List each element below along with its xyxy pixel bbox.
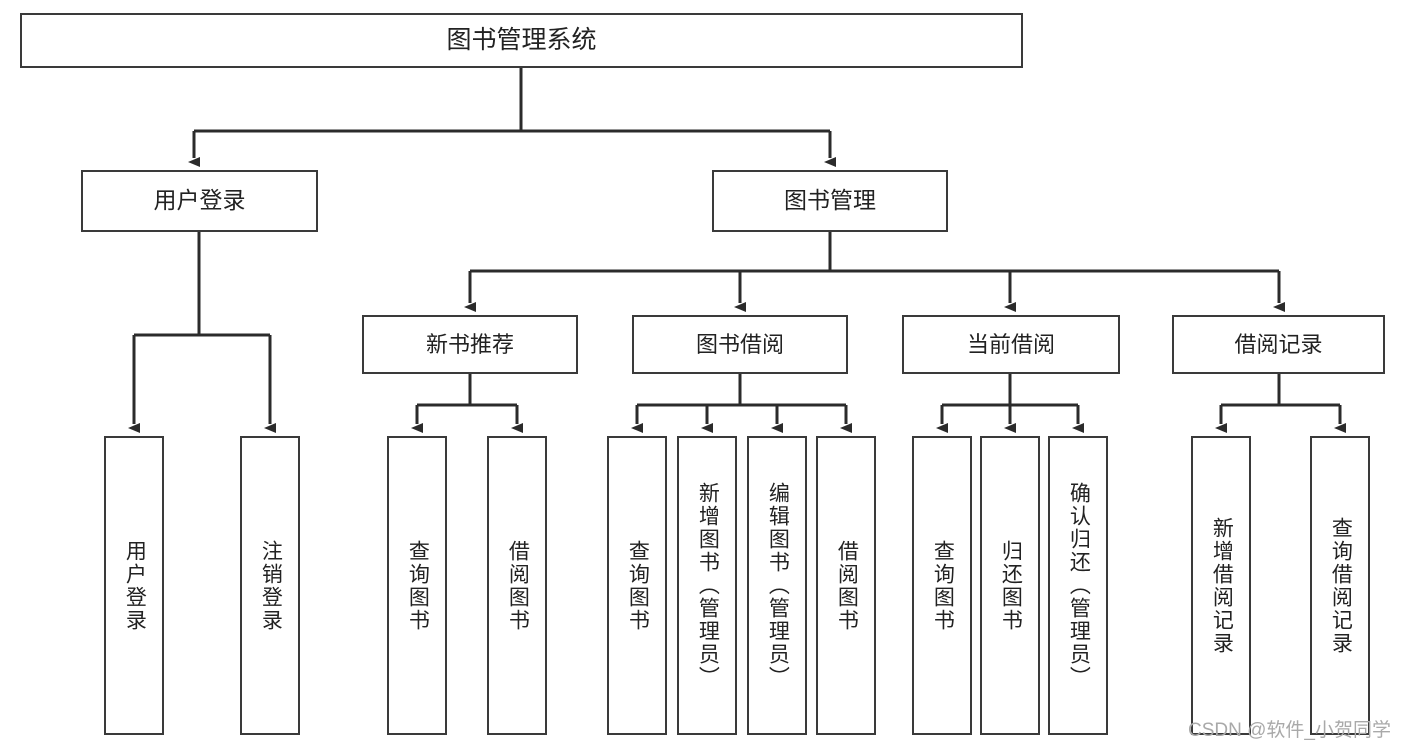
node-borrow-record-label: 借阅记录 [1234,331,1323,357]
node-leaf-return-book-label: 归还图书 [999,539,1023,632]
node-leaf-add-record-label: 新增借阅记录 [1210,516,1234,655]
node-leaf-query-book-2-label: 查询图书 [626,539,650,632]
node-leaf-edit-book-label: 编辑图书（管理员） [766,482,790,689]
node-root[interactable]: 图书管理系统 [20,13,1023,68]
node-leaf-borrow-book-1[interactable]: 借阅图书 [487,436,547,735]
node-leaf-borrow-book-1-label: 借阅图书 [506,539,530,632]
node-leaf-user-login[interactable]: 用户登录 [104,436,164,735]
node-current-borrow-label: 当前借阅 [966,331,1055,357]
node-new-book-rec-label: 新书推荐 [425,331,514,357]
node-leaf-query-record[interactable]: 查询借阅记录 [1310,436,1370,735]
node-user-login[interactable]: 用户登录 [81,170,318,232]
node-leaf-confirm-return-label: 确认归还（管理员） [1067,482,1091,689]
node-user-login-label: 用户登录 [153,187,246,214]
node-leaf-confirm-return[interactable]: 确认归还（管理员） [1048,436,1108,735]
node-root-label: 图书管理系统 [446,25,597,54]
node-leaf-user-login-label: 用户登录 [123,539,147,632]
node-leaf-query-book-1-label: 查询图书 [406,539,430,632]
node-leaf-edit-book[interactable]: 编辑图书（管理员） [747,436,807,735]
node-leaf-borrow-book-2-label: 借阅图书 [835,539,859,632]
node-leaf-query-book-3-label: 查询图书 [931,539,955,632]
node-leaf-query-book-2[interactable]: 查询图书 [607,436,667,735]
node-leaf-return-book[interactable]: 归还图书 [980,436,1040,735]
node-book-manage-label: 图书管理 [784,187,876,214]
node-book-borrow[interactable]: 图书借阅 [632,315,848,374]
node-leaf-add-record[interactable]: 新增借阅记录 [1191,436,1251,735]
node-leaf-query-record-label: 查询借阅记录 [1329,516,1353,655]
node-book-borrow-label: 图书借阅 [695,331,784,357]
node-book-manage[interactable]: 图书管理 [712,170,948,232]
node-leaf-query-book-3[interactable]: 查询图书 [912,436,972,735]
node-leaf-query-book-1[interactable]: 查询图书 [387,436,447,735]
node-leaf-borrow-book-2[interactable]: 借阅图书 [816,436,876,735]
node-leaf-add-book-label: 新增图书（管理员） [696,482,720,689]
node-leaf-logout-label: 注销登录 [259,539,283,632]
node-leaf-logout[interactable]: 注销登录 [240,436,300,735]
node-leaf-add-book[interactable]: 新增图书（管理员） [677,436,737,735]
node-current-borrow[interactable]: 当前借阅 [902,315,1120,374]
node-new-book-rec[interactable]: 新书推荐 [362,315,578,374]
node-borrow-record[interactable]: 借阅记录 [1172,315,1385,374]
